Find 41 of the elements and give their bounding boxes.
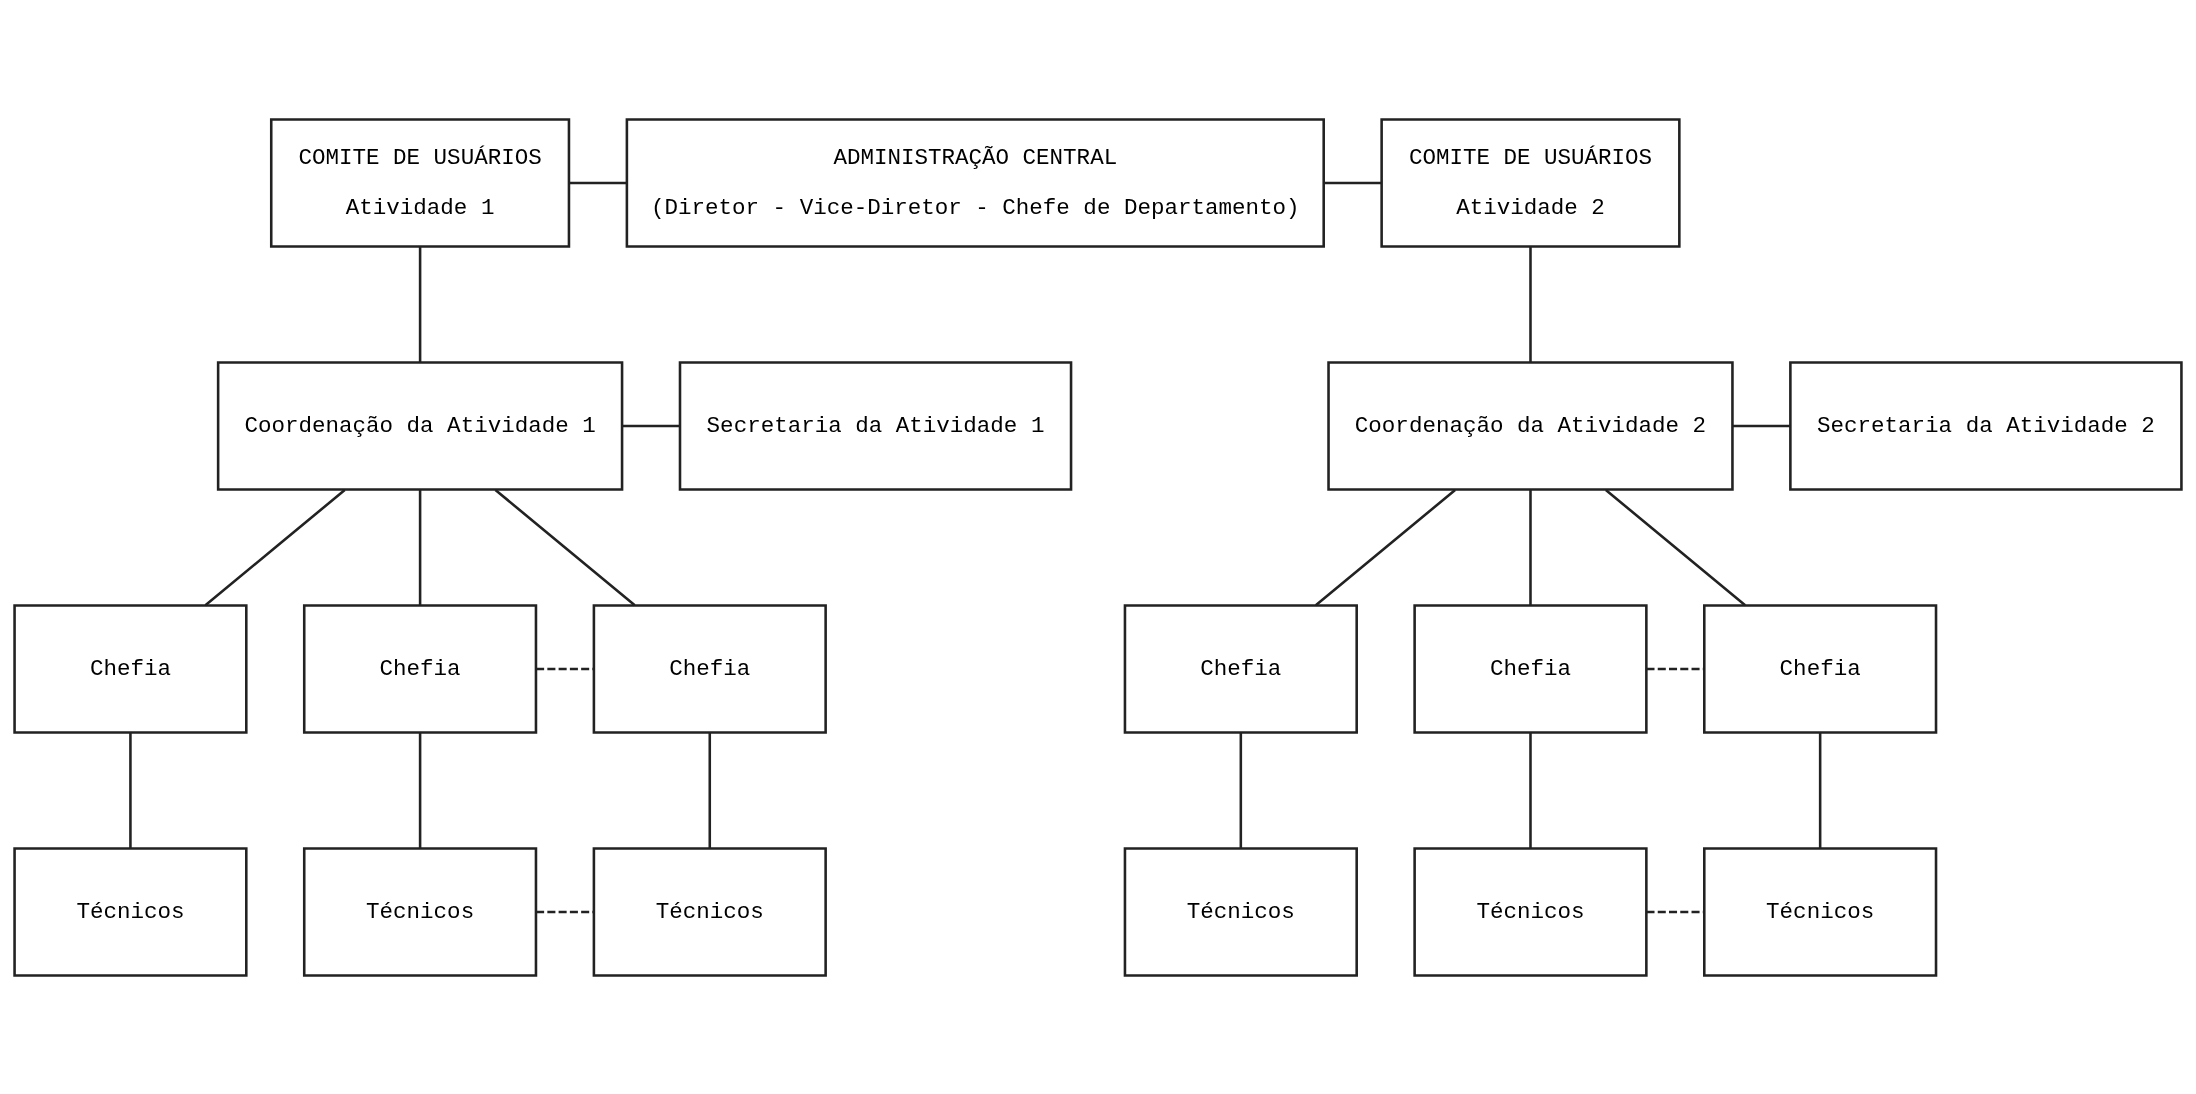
node-box: Chefia — [13, 603, 248, 734]
connector — [1529, 246, 1532, 362]
node-box: COMITE DE USUÁRIOS Atividade 1 — [269, 117, 571, 248]
node-box: Coordenação da Atividade 1 — [216, 360, 624, 491]
node-box: Chefia — [592, 603, 827, 734]
connector — [1314, 488, 1456, 606]
node-box: Técnicos — [302, 846, 538, 977]
connector — [1323, 181, 1382, 184]
connector — [708, 732, 712, 848]
connector — [1818, 732, 1822, 848]
connector — [129, 732, 132, 848]
connector — [1605, 488, 1746, 606]
connector — [569, 181, 627, 184]
node-box: COMITE DE USUÁRIOS Atividade 2 — [1380, 117, 1681, 248]
node-box: Chefia — [1703, 603, 1938, 734]
node-box: Técnicos — [592, 846, 827, 977]
node-box: Técnicos — [1123, 846, 1358, 977]
connector — [622, 424, 680, 427]
node-box: Chefia — [1413, 603, 1648, 734]
connector — [1529, 732, 1532, 848]
node-box: Técnicos — [1413, 846, 1648, 977]
node-box: Secretaria da Atividade 2 — [1789, 360, 2183, 491]
node-box: Chefia — [302, 603, 538, 734]
node-box: Técnicos — [1703, 846, 1938, 977]
connector — [536, 667, 594, 670]
connector — [494, 488, 636, 606]
connector — [418, 489, 422, 605]
connector — [1239, 732, 1243, 848]
node-box: ADMINISTRAÇÃO CENTRAL (Diretor - Vice-Diretor - Chefe de Departamento) — [625, 117, 1325, 248]
connector — [204, 488, 346, 606]
node-box: Secretaria da Atividade 1 — [678, 360, 1073, 491]
connector — [418, 246, 422, 362]
connector — [1646, 910, 1705, 913]
node-box: Coordenação da Atividade 2 — [1327, 360, 1734, 491]
connector — [418, 732, 422, 848]
connector — [536, 910, 594, 913]
node-box: Técnicos — [13, 846, 248, 977]
connector — [1646, 667, 1705, 670]
connector — [1529, 489, 1532, 605]
connector — [1732, 424, 1791, 427]
node-box: Chefia — [1123, 603, 1358, 734]
